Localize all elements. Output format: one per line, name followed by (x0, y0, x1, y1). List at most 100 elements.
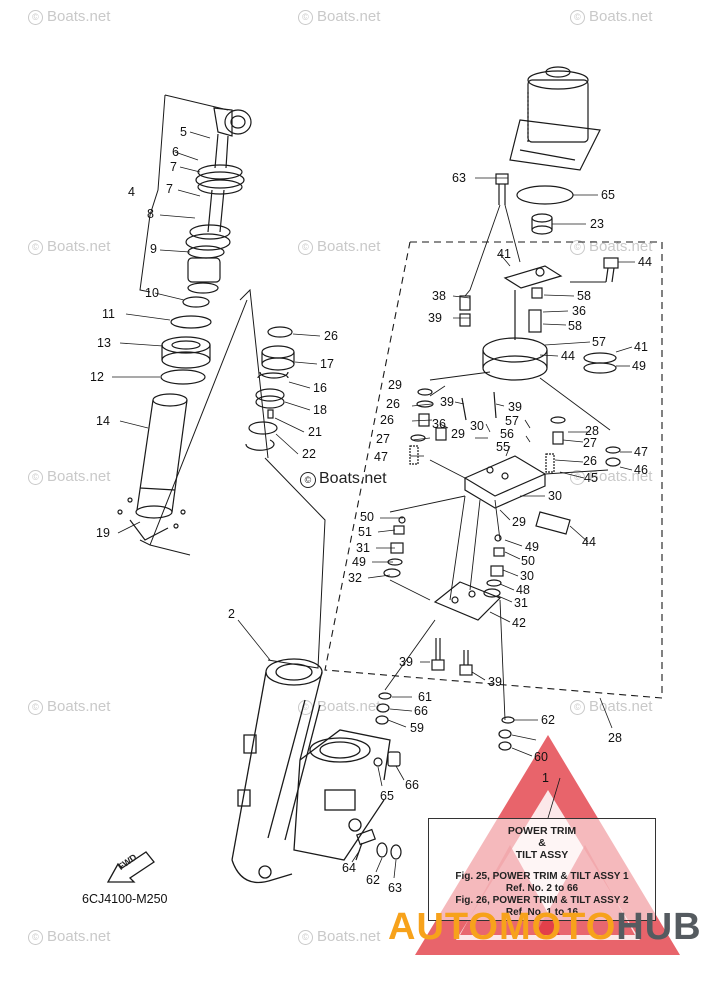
watermark: ©Boats.net (28, 468, 110, 485)
bolt-40 (603, 257, 619, 283)
ref-title-1: POWER TRIM (507, 825, 577, 837)
ring-19b (245, 439, 275, 451)
diagram-code: 6CJ4100-M250 (82, 892, 168, 906)
callout-label: 28 (608, 731, 622, 745)
callout-label: 36 (572, 304, 586, 318)
callout-label: 31 (514, 596, 528, 610)
o-ring-22 (267, 326, 293, 338)
filter-43 (535, 511, 571, 535)
callout-label: 50 (360, 510, 374, 524)
o-ring-65 (516, 185, 574, 205)
callout-label: 39 (508, 400, 522, 414)
ref-fig-1: Fig. 25, POWER TRIM & TILT ASSY 1 (455, 871, 629, 882)
callout-label: 44 (561, 349, 575, 363)
callout-label: 4 (128, 185, 135, 199)
callout-label: 58 (568, 319, 582, 333)
callout-label: 26 (380, 413, 394, 427)
coupling-21 (531, 213, 553, 235)
seals-57-58-66-left (375, 692, 392, 725)
callout-label: 21 (308, 425, 322, 439)
watermark: ©Boats.net (570, 8, 652, 25)
callout-label: 45 (584, 471, 598, 485)
callout-label: 31 (356, 541, 370, 555)
callout-label: 66 (414, 704, 428, 718)
callout-label: 7 (166, 182, 173, 196)
callout-label: 11 (102, 307, 115, 321)
callout-label: 44 (582, 535, 596, 549)
callout-label: 36 (432, 417, 446, 431)
callout-label: 28 (585, 424, 599, 438)
callout-label: 39 (428, 311, 442, 325)
pin-18 (267, 409, 274, 419)
callout-label: 13 (97, 336, 111, 350)
callout-label: 42 (512, 616, 526, 630)
callout-label: 26 (583, 454, 597, 468)
callout-label: 49 (352, 555, 366, 569)
callout-label: 51 (358, 525, 372, 539)
fitting-62 (355, 828, 376, 861)
watermark: ©Boats.net (28, 8, 110, 25)
callout-label: 22 (302, 447, 316, 461)
callout-label: 30 (548, 489, 562, 503)
callout-label: 32 (348, 571, 362, 585)
callout-label: 62 (541, 713, 555, 727)
callout-label: 63 (452, 171, 466, 185)
callout-label: 56 (500, 427, 514, 441)
seals-37-47 (583, 352, 617, 374)
gland-12 (161, 336, 211, 369)
callout-label: 41 (634, 340, 648, 354)
plug-64 (387, 751, 401, 767)
callout-label: 59 (410, 721, 424, 735)
callout-label: 49 (632, 359, 646, 373)
callout-label: 29 (388, 378, 402, 392)
callout-label: 49 (525, 540, 539, 554)
callout-label: 41 (497, 247, 511, 261)
callout-label: 2 (228, 607, 235, 621)
callout-label: 6 (172, 145, 179, 159)
callout-label: 57 (505, 414, 519, 428)
callout-label: 60 (534, 750, 548, 764)
callout-label: 26 (324, 329, 338, 343)
electric-motor (509, 66, 601, 171)
watermark: ©Boats.net (28, 698, 110, 715)
callout-label: 48 (516, 583, 530, 597)
callout-label: 12 (90, 370, 104, 384)
callout-label: 57 (592, 335, 606, 349)
small-components (383, 388, 621, 598)
callout-label: 61 (418, 690, 432, 704)
callout-label: 62 (366, 873, 380, 887)
piston-15 (261, 345, 295, 371)
pump-body (482, 290, 548, 381)
callout-label: 17 (320, 357, 334, 371)
callout-label: 14 (96, 414, 110, 428)
callout-label: 65 (380, 789, 394, 803)
automotohub-logo: AUTOMOTOHUB (388, 906, 702, 948)
callout-label: 18 (313, 403, 327, 417)
rods-36 (461, 391, 497, 421)
callout-label: 30 (470, 419, 484, 433)
callout-label: 27 (376, 432, 390, 446)
fwd-arrow-icon (106, 851, 155, 883)
watermark: ©Boats.net (28, 238, 110, 255)
callout-label: 19 (96, 526, 110, 540)
ref-title-2: & (538, 837, 546, 849)
callout-label: 23 (590, 217, 604, 231)
callout-label: 44 (638, 255, 652, 269)
o-ring-60 (376, 842, 388, 858)
bolt-59 (495, 173, 509, 205)
ring-14 (259, 371, 289, 379)
valve-34-35 (459, 295, 471, 327)
plate-42 (433, 581, 502, 621)
callout-label: 1 (542, 771, 549, 785)
callout-label: 9 (150, 242, 157, 256)
o-ring-10 (170, 315, 212, 329)
ref-fig-2: Fig. 26, POWER TRIM & TILT ASSY 2 (455, 895, 629, 906)
callout-label: 39 (399, 655, 413, 669)
callout-label: 5 (180, 125, 187, 139)
spool-56 (528, 287, 543, 333)
callout-label: 29 (512, 515, 526, 529)
seals-57-58-66-right (498, 716, 515, 751)
callout-label: 7 (170, 160, 177, 174)
ref-fig-2-range: Ref. No. 1 to 16 (505, 907, 579, 918)
